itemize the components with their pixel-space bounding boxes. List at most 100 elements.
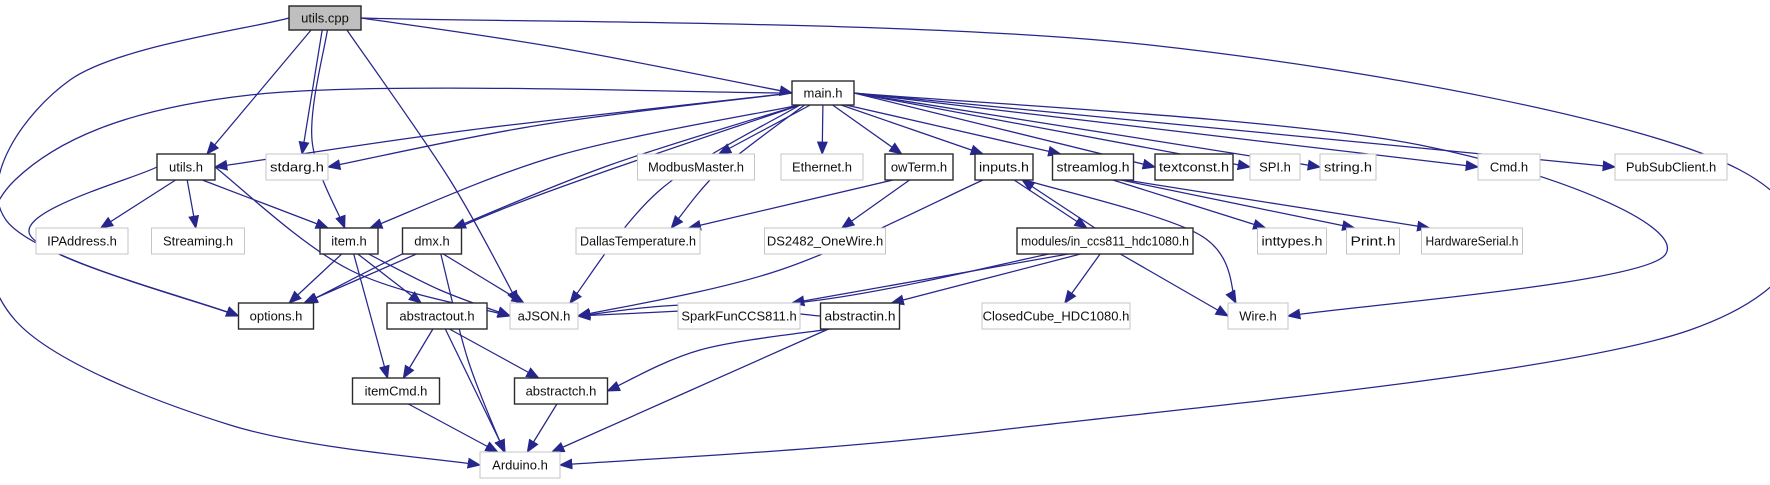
node-box-owterm-h[interactable] [884,153,954,181]
edge-main-h-to-ajson-h [569,104,801,305]
edge-utils-cpp-to-utils-h [206,29,312,156]
node-streamlog-h[interactable]: streamlog.h [1051,153,1135,181]
node-box-ethernet-h[interactable] [780,153,864,181]
node-box-main-h[interactable] [791,80,855,106]
node-spi-h[interactable]: SPI.h [1249,153,1301,181]
node-label-utils-h: utils.h [169,160,203,175]
node-string-h[interactable]: string.h [1319,153,1377,181]
node-label-string-h: string.h [1324,160,1372,175]
node-box-ipaddress-h[interactable] [35,227,129,255]
edge-item-h-to-abstractout-h [357,253,423,304]
node-box-options-h[interactable] [237,302,315,330]
node-stdarg-h[interactable]: stdarg.h [265,153,329,181]
node-label-inputs-h: inputs.h [979,160,1029,175]
node-box-stdarg-h[interactable] [265,153,329,181]
edge-main-h-to-inputs-h [840,104,985,156]
node-box-itemcmd-h[interactable] [351,377,441,405]
node-print-h[interactable]: Print.h [1346,227,1400,255]
node-main-h[interactable]: main.h [791,80,855,106]
node-label-modules-in-ccs811-hdc1080-h: modules/in_ccs811_hdc1080.h [1021,234,1189,249]
edge-abstractout-h-to-arduino-h [444,328,506,454]
node-box-abstractin-h[interactable] [819,302,901,330]
node-box-streamlog-h[interactable] [1051,153,1135,181]
edge-streamlog-h-to-inttypes-h [1112,179,1267,230]
node-box-abstractout-h[interactable] [386,302,488,330]
edge-main-h-to-modbusmaster-h [717,104,811,155]
node-box-wire-h[interactable] [1227,302,1289,330]
node-box-utils-h[interactable] [156,153,216,181]
node-owterm-h[interactable]: owTerm.h [884,153,954,181]
node-box-arduino-h[interactable] [479,451,561,479]
node-box-cmd-h[interactable] [1477,153,1541,181]
node-ipaddress-h[interactable]: IPAddress.h [35,227,129,255]
node-label-itemcmd-h: itemCmd.h [365,384,428,399]
node-label-cmd-h: Cmd.h [1490,160,1528,175]
node-inputs-h[interactable]: inputs.h [974,153,1034,181]
node-wire-h[interactable]: Wire.h [1227,302,1289,330]
node-options-h[interactable]: options.h [237,302,315,330]
node-box-sparkfunccs811-h[interactable] [677,302,801,330]
node-item-h[interactable]: item.h [319,227,379,255]
node-box-print-h[interactable] [1346,227,1400,255]
node-box-ds2482-onewire-h[interactable] [764,227,886,255]
edge-abstractin-h-to-abstractch-h [606,328,831,392]
node-box-spi-h[interactable] [1249,153,1301,181]
node-textconst-h[interactable]: textconst.h [1154,153,1234,181]
node-dallastemperature-h[interactable]: DallasTemperature.h [575,227,701,255]
node-box-inputs-h[interactable] [974,153,1034,181]
nodes-layer: utils.cpp main.h utils.h stdarg.h ModbusMast… [35,5,1728,479]
node-box-inttypes-h[interactable] [1257,227,1327,255]
node-box-utils-cpp[interactable] [288,5,362,31]
edge-main-h-to-dmx-h [452,104,801,229]
node-utils-h[interactable]: utils.h [156,153,216,181]
node-dmx-h[interactable]: dmx.h [401,227,463,255]
edge-utils-cpp-to-options-h [0,17,290,317]
node-ds2482-onewire-h[interactable]: DS2482_OneWire.h [764,227,886,255]
node-abstractch-h[interactable]: abstractch.h [513,377,609,405]
node-box-dmx-h[interactable] [401,227,463,255]
node-label-abstractch-h: abstractch.h [526,384,597,399]
node-abstractin-h[interactable]: abstractin.h [819,302,901,330]
edge-itemcmd-h-to-arduino-h [408,403,499,453]
node-pubsubclient-h[interactable]: PubSubClient.h [1614,153,1728,181]
edge-inputs-h-to-modules-in-ccs811-hdc1080-h [1013,179,1088,229]
node-label-hardwareserial-h: HardwareSerial.h [1426,234,1519,249]
node-box-abstractch-h[interactable] [513,377,609,405]
edge-modules-in-ccs811-hdc1080-h-to-abstractin-h [890,253,1081,306]
edge-dmx-h-to-ajson-h [442,253,526,304]
edge-owterm-h-to-dallastemperature-h [687,179,894,231]
node-modules-in-ccs811-hdc1080-h[interactable]: modules/in_ccs811_hdc1080.h [1016,227,1194,255]
edge-main-h-to-options-h [304,104,801,304]
node-sparkfunccs811-h[interactable]: SparkFunCCS811.h [677,302,801,330]
node-box-pubsubclient-h[interactable] [1614,153,1728,181]
edge-abstractout-h-to-itemcmd-h [402,328,434,380]
node-cmd-h[interactable]: Cmd.h [1477,153,1541,181]
node-arduino-h[interactable]: Arduino.h [479,451,561,479]
node-itemcmd-h[interactable]: itemCmd.h [351,377,441,405]
node-utils-cpp[interactable]: utils.cpp [288,5,362,31]
node-inttypes-h[interactable]: inttypes.h [1257,227,1327,255]
node-streaming-h[interactable]: Streaming.h [151,227,245,255]
node-box-string-h[interactable] [1319,153,1377,181]
node-abstractout-h[interactable]: abstractout.h [386,302,488,330]
node-box-textconst-h[interactable] [1154,153,1234,181]
node-hardwareserial-h[interactable]: HardwareSerial.h [1421,227,1523,255]
node-box-hardwareserial-h[interactable] [1421,227,1523,255]
node-label-abstractout-h: abstractout.h [399,309,474,324]
node-ethernet-h[interactable]: Ethernet.h [780,153,864,181]
node-ajson-h[interactable]: aJSON.h [509,302,579,330]
edge-utils-cpp-to-item-h [311,29,346,230]
node-box-streaming-h[interactable] [151,227,245,255]
node-box-ajson-h[interactable] [509,302,579,330]
node-box-dallastemperature-h[interactable] [575,227,701,255]
node-label-spi-h: SPI.h [1259,160,1291,175]
edge-modules-in-ccs811-hdc1080-h-to-sparkfunccs811-h [790,253,1069,307]
node-closedcube-hdc1080-h[interactable]: ClosedCube_HDC1080.h [981,302,1131,330]
node-modbusmaster-h[interactable]: ModbusMaster.h [637,153,755,181]
edge-streamlog-h-to-hardwareserial-h [1125,179,1431,232]
node-box-modules-in-ccs811-hdc1080-h[interactable] [1016,227,1194,255]
node-box-modbusmaster-h[interactable] [637,153,755,181]
node-box-item-h[interactable] [319,227,379,255]
edge-main-h-to-item-h [368,104,801,229]
node-box-closedcube-hdc1080-h[interactable] [981,302,1131,330]
